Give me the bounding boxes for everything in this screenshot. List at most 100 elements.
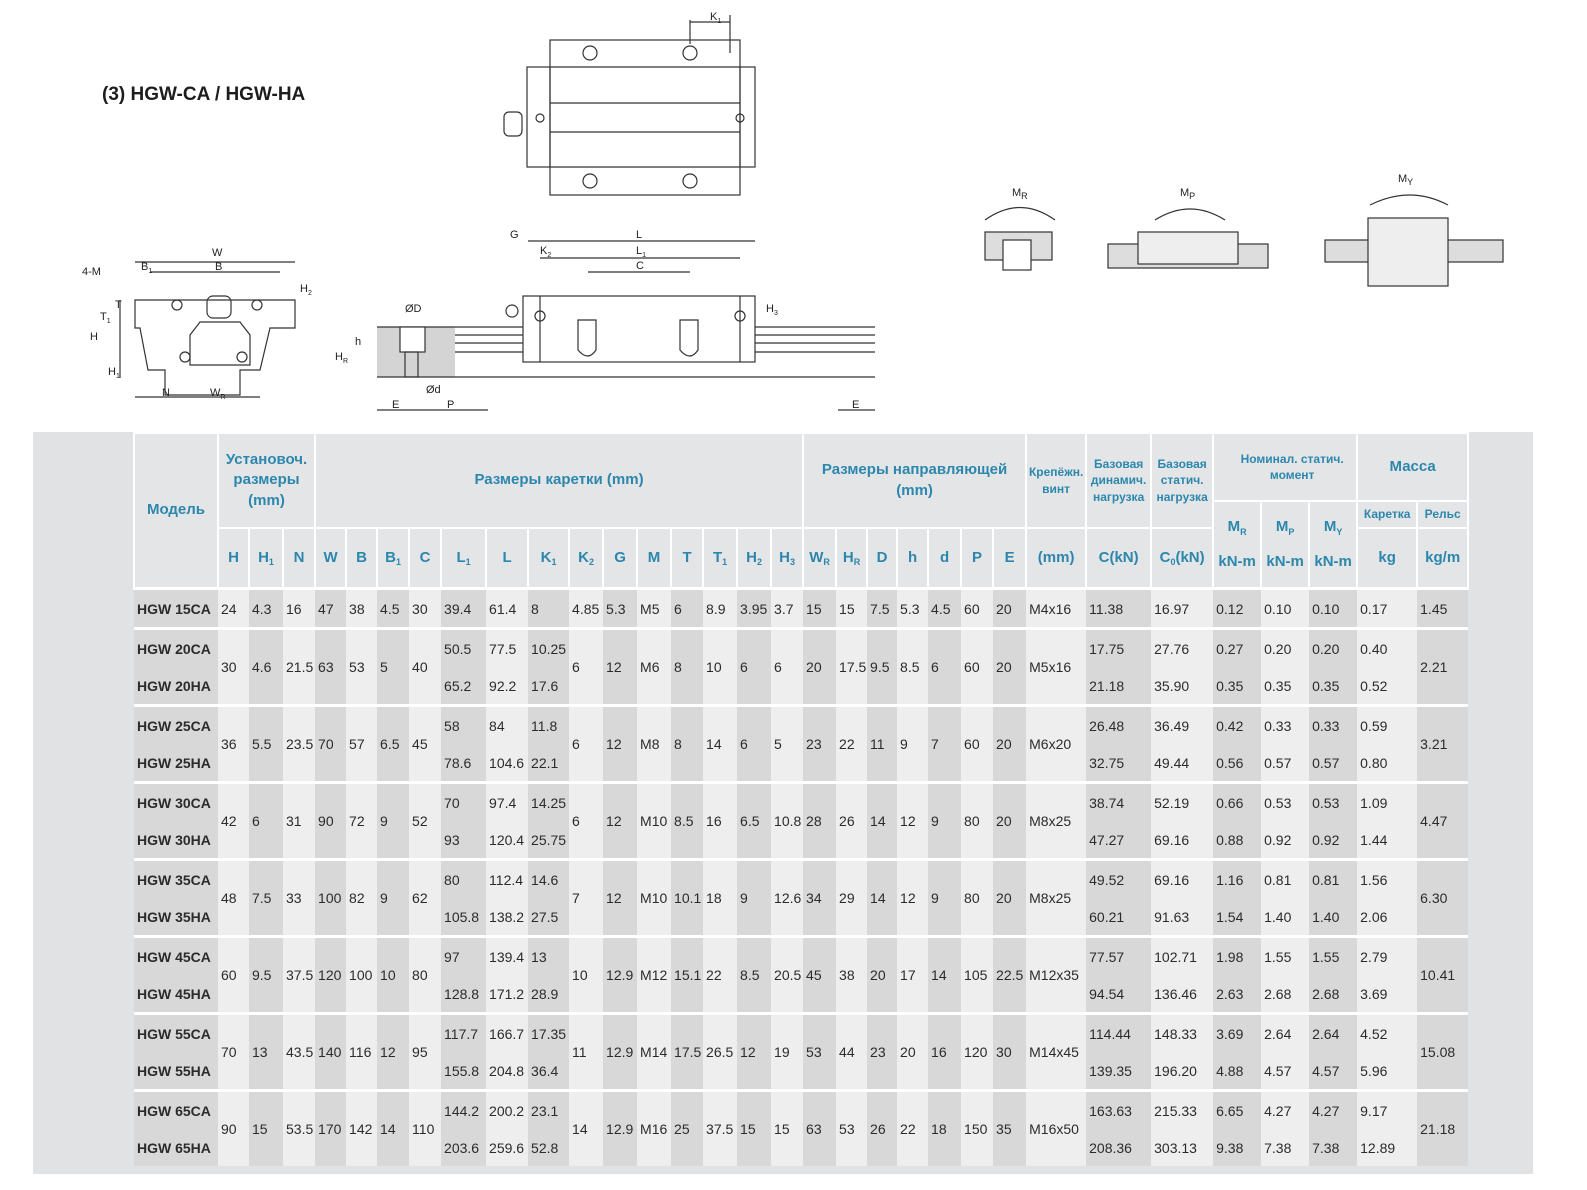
value-cell: 120 xyxy=(961,1012,994,1091)
value-cell: 6 xyxy=(671,587,704,629)
value-cell: 29 xyxy=(836,858,868,937)
value-cell: 49.44 xyxy=(1151,744,1214,783)
value-cell: 22 xyxy=(897,1089,929,1166)
value-cell: 2.68 xyxy=(1309,975,1358,1014)
value-cell: 128.8 xyxy=(441,975,487,1014)
value-cell: 17.5 xyxy=(671,1012,704,1091)
value-cell: 30 xyxy=(409,587,442,629)
value-cell: 6.65 xyxy=(1213,1089,1262,1129)
value-cell: 6.5 xyxy=(737,781,772,860)
header-model: Модель xyxy=(133,432,219,590)
value-cell: 6 xyxy=(569,704,604,783)
dim-B1: B1 xyxy=(141,261,152,275)
symbol-subscript: R xyxy=(823,556,830,567)
value-cell: 0.53 xyxy=(1261,781,1310,821)
value-cell: 163.63 xyxy=(1086,1089,1152,1129)
symbol-tail: (kN) xyxy=(1175,548,1205,566)
value-cell: 105 xyxy=(961,935,994,1014)
value-cell: 1.54 xyxy=(1213,898,1262,937)
value-cell: 1.56 xyxy=(1357,858,1418,898)
value-cell: 52 xyxy=(409,781,442,860)
value-cell: 13 xyxy=(528,935,570,975)
value-cell: 4.3 xyxy=(249,587,283,629)
model-cell: HGW 65CA xyxy=(134,1089,218,1129)
model-cell: HGW 45CA xyxy=(134,935,218,975)
header-symbol: K2 xyxy=(568,527,605,590)
value-cell: 12.89 xyxy=(1357,1129,1418,1166)
header-mass: Масса xyxy=(1356,432,1470,502)
value-cell: 3.21 xyxy=(1417,704,1469,783)
symbol-text: C xyxy=(1159,548,1171,566)
header-symbol: HR xyxy=(835,527,869,590)
value-cell: 78.6 xyxy=(441,744,487,783)
value-cell: 34 xyxy=(803,858,837,937)
value-cell: 19 xyxy=(771,1012,804,1091)
value-cell: 45 xyxy=(409,704,442,783)
value-cell: 70 xyxy=(315,704,347,783)
value-cell: 4.47 xyxy=(1417,781,1469,860)
dim-T: T xyxy=(115,299,122,311)
value-cell: 7 xyxy=(569,858,604,937)
symbol-text: H xyxy=(746,548,757,566)
header-symbol: T1 xyxy=(702,527,739,590)
value-cell: 33 xyxy=(283,858,316,937)
value-cell: 0.27 xyxy=(1213,627,1262,667)
symbol-text: d xyxy=(939,548,950,566)
model-cell: HGW 25CA xyxy=(134,704,218,744)
symbol-text: L xyxy=(502,548,512,566)
value-cell: 0.42 xyxy=(1213,704,1262,744)
value-cell: 22.1 xyxy=(528,744,570,783)
value-cell: 4.88 xyxy=(1213,1052,1262,1091)
dim-K1: K1 xyxy=(710,11,721,25)
value-cell: 5.3 xyxy=(897,587,929,629)
value-cell: 63 xyxy=(803,1089,837,1166)
value-cell: 5 xyxy=(377,627,410,706)
symbol-text: B xyxy=(356,548,367,566)
symbol-text: h xyxy=(907,548,918,566)
value-cell: 1.40 xyxy=(1261,898,1310,937)
value-cell: 0.57 xyxy=(1309,744,1358,783)
value-cell: 2.64 xyxy=(1261,1012,1310,1052)
value-cell: 44 xyxy=(836,1012,868,1091)
value-cell: 42 xyxy=(218,781,249,860)
value-cell: 0.92 xyxy=(1261,821,1310,860)
header-symbol: C0(kN) xyxy=(1150,527,1215,590)
model-cell: HGW 20CA xyxy=(134,627,218,667)
value-cell: 38 xyxy=(346,587,378,629)
value-cell: 21.18 xyxy=(1086,667,1152,706)
symbol-text: T xyxy=(682,548,692,566)
value-cell: 303.13 xyxy=(1151,1129,1214,1166)
value-cell: 10 xyxy=(377,935,410,1014)
value-cell: 60 xyxy=(961,587,994,629)
value-cell: 77.5 xyxy=(486,627,529,667)
value-cell: 0.33 xyxy=(1309,704,1358,744)
header-symbol: W xyxy=(314,527,348,590)
value-cell: 23 xyxy=(867,1012,898,1091)
value-cell: M6 xyxy=(637,627,672,706)
value-cell: 166.7 xyxy=(486,1012,529,1052)
value-cell: 0.56 xyxy=(1213,744,1262,783)
value-cell: 0.17 xyxy=(1357,587,1418,629)
value-cell: 8.5 xyxy=(737,935,772,1014)
value-cell: 6 xyxy=(569,781,604,860)
value-cell: 204.8 xyxy=(486,1052,529,1091)
value-cell: 0.59 xyxy=(1357,704,1418,744)
value-cell: 16 xyxy=(283,587,316,629)
value-cell: 84 xyxy=(486,704,529,744)
value-cell: 30 xyxy=(993,1012,1027,1091)
value-cell: 35 xyxy=(993,1089,1027,1166)
value-cell: 14 xyxy=(703,704,738,783)
dim-L1: L1 xyxy=(636,245,646,259)
symbol-text: M xyxy=(647,548,661,566)
dim-N: N xyxy=(162,387,170,399)
value-cell: 2.68 xyxy=(1261,975,1310,1014)
value-cell: 17.35 xyxy=(528,1012,570,1052)
value-cell: 11.8 xyxy=(528,704,570,744)
value-cell: 139.35 xyxy=(1086,1052,1152,1091)
